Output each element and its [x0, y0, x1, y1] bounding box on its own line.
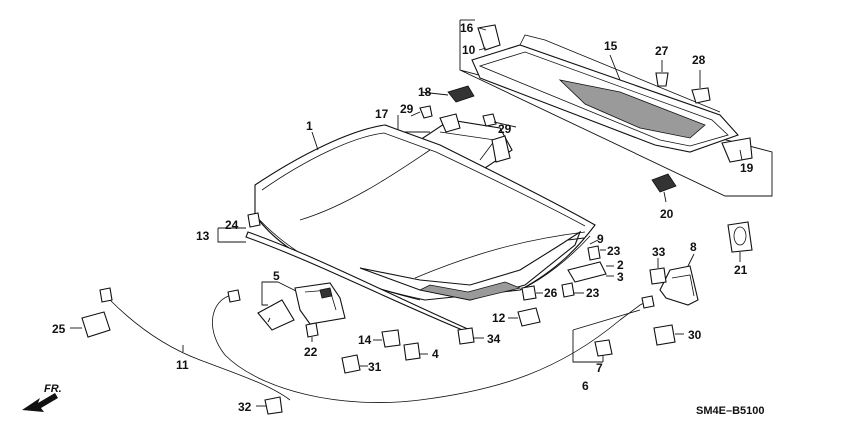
callout-1: 1 [306, 119, 313, 133]
callout-5: 5 [273, 269, 280, 283]
callout-27: 27 [655, 44, 669, 58]
clip-27 [655, 60, 669, 87]
release-cable-11 [109, 299, 291, 401]
callout-2: 2 [617, 258, 624, 272]
callout-7: 7 [596, 361, 603, 375]
callout-21: 21 [734, 263, 748, 277]
callout-20: 20 [660, 207, 674, 221]
fastener-14 [381, 329, 401, 348]
front-arrow-label: FR. [44, 383, 62, 395]
callout-19: 19 [740, 161, 754, 175]
bolt-22 [305, 322, 319, 338]
callout-3: 3 [617, 270, 624, 284]
callout-23b: 23 [586, 286, 600, 300]
callout-6: 6 [582, 379, 589, 393]
fastener-28 [691, 70, 711, 104]
callout-13: 13 [196, 229, 210, 243]
callout-4: 4 [432, 347, 439, 361]
clip-29a [419, 105, 433, 119]
hinge-bracket-2-3 [567, 261, 614, 283]
callout-32: 32 [238, 400, 252, 414]
callout-30: 30 [688, 328, 702, 342]
grommet-30 [653, 324, 676, 346]
hood-latch-5 [257, 281, 346, 338]
callout-11: 11 [176, 358, 189, 372]
cowl-clip-16 [477, 24, 501, 51]
callout-18: 18 [418, 85, 432, 99]
clip-29b [482, 113, 497, 127]
callout-9: 9 [597, 232, 604, 246]
bumper-12 [517, 307, 541, 327]
seal-21 [727, 221, 753, 253]
callout-33: 33 [652, 245, 666, 259]
callout-12: 12 [492, 311, 506, 325]
front-direction-arrow-icon: FR. [22, 383, 62, 412]
release-cable-6 [212, 294, 651, 403]
clip-34 [457, 327, 475, 345]
release-handle-25 [81, 311, 111, 338]
grommet-32 [264, 396, 283, 415]
callout-34: 34 [487, 332, 501, 346]
callout-28: 28 [692, 53, 706, 67]
callout-25: 25 [52, 322, 66, 336]
callout-29b: 29 [498, 122, 512, 136]
callout-14: 14 [358, 333, 372, 347]
callout-15: 15 [604, 39, 618, 53]
callout-16: 16 [460, 21, 474, 35]
grille-17 [419, 105, 513, 169]
callout-8: 8 [690, 240, 697, 254]
screw-23b [561, 282, 575, 298]
callout-31: 31 [368, 360, 382, 374]
cowl-top-assembly [459, 19, 773, 197]
bumper-26 [521, 285, 537, 301]
bolt-33 [649, 267, 667, 285]
clip-7 [594, 339, 613, 357]
callout-23a: 23 [607, 244, 621, 258]
cover-20 [651, 173, 677, 193]
callout-22: 22 [304, 345, 318, 359]
hood-panel-1 [254, 124, 596, 301]
callout-24: 24 [225, 218, 239, 232]
callout-17: 17 [375, 107, 389, 121]
hood-hinge-8 [659, 253, 699, 306]
diagram-code: SM4E–B5100 [696, 405, 765, 417]
clip-24 [247, 212, 261, 228]
screw-23a [587, 245, 601, 261]
callout-29a: 29 [400, 102, 414, 116]
bolt-4 [403, 342, 421, 361]
callout-10: 10 [462, 43, 476, 57]
cover-18 [447, 85, 475, 103]
bracket-19 [721, 137, 753, 163]
callout-26: 26 [544, 286, 558, 300]
clip-31 [341, 354, 361, 374]
